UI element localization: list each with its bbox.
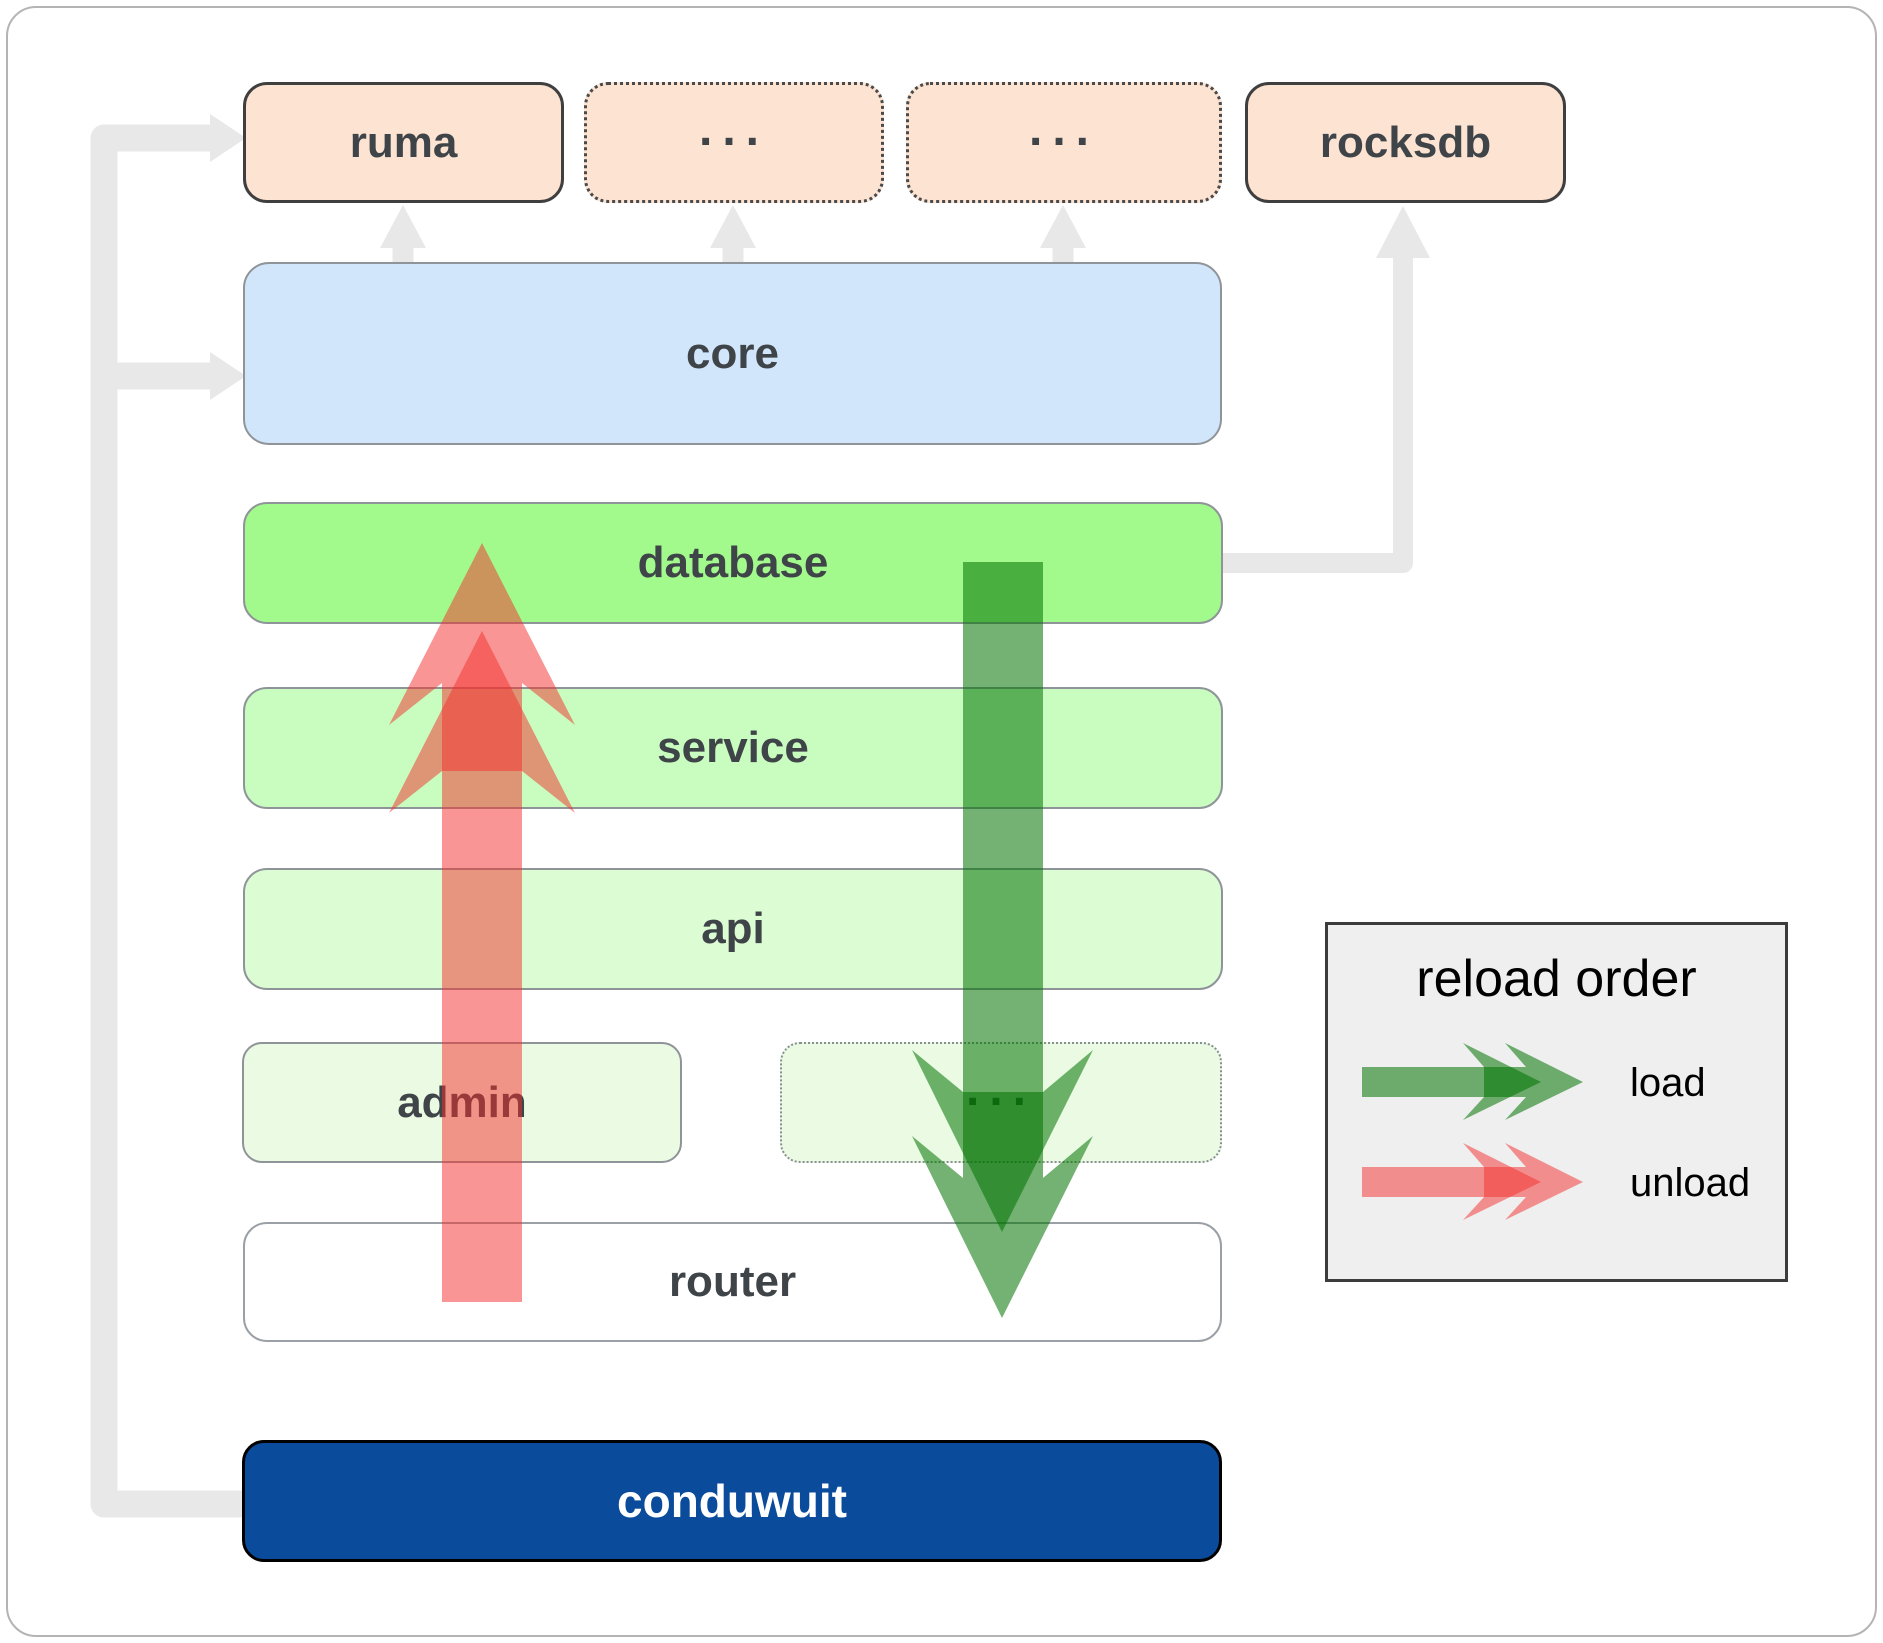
box-rocksdb-label: rocksdb	[1319, 117, 1492, 167]
legend-unload-label: unload	[1630, 1161, 1751, 1205]
box-database-label: database	[637, 538, 829, 587]
box-admin-dots-label: ...	[965, 1063, 1036, 1116]
box-core-label: core	[686, 328, 779, 378]
core-to-ruma-connector	[392, 246, 414, 264]
box-conduwuit: conduwuit	[242, 1440, 1222, 1562]
core-to-dots2-arrowhead-icon	[1040, 205, 1086, 248]
box-dependency-dots-1-label: ...	[698, 103, 769, 156]
box-service: service	[243, 687, 1223, 809]
database-to-rocksdb-connector	[1223, 254, 1413, 573]
box-admin-label: admin	[397, 1077, 527, 1127]
box-admin: admin	[242, 1042, 682, 1163]
database-to-rocksdb-arrowhead-icon	[1376, 206, 1430, 258]
box-service-label: service	[657, 723, 809, 772]
box-router: router	[243, 1222, 1222, 1342]
box-database: database	[243, 502, 1223, 624]
box-ruma: ruma	[243, 82, 564, 203]
box-dependency-dots-2: ...	[906, 82, 1222, 203]
core-to-dots1-arrowhead-icon	[710, 205, 756, 248]
box-ruma-label: ruma	[349, 117, 458, 167]
core-to-ruma-arrowhead-icon	[380, 205, 426, 248]
box-admin-dots: ...	[780, 1042, 1222, 1163]
arrowhead-into-core-icon	[210, 352, 246, 400]
box-dependency-dots-1: ...	[584, 82, 884, 203]
box-rocksdb: rocksdb	[1245, 82, 1566, 203]
box-api: api	[243, 868, 1223, 990]
legend-load-label: load	[1630, 1061, 1706, 1105]
core-to-dots2-connector	[1052, 246, 1074, 264]
legend: reload order load unload	[1325, 922, 1788, 1282]
conduwuit-to-ruma-connector	[90, 124, 243, 1518]
box-api-label: api	[701, 904, 765, 953]
arrowhead-into-ruma-icon	[210, 114, 246, 162]
outer-frame	[6, 6, 1877, 1637]
legend-title: reload order	[1416, 950, 1697, 1008]
box-dependency-dots-2-label: ...	[1028, 103, 1099, 156]
core-to-dots1-connector	[722, 246, 744, 264]
box-router-label: router	[668, 1257, 797, 1306]
box-core: core	[243, 262, 1222, 445]
box-conduwuit-label: conduwuit	[617, 1475, 847, 1527]
